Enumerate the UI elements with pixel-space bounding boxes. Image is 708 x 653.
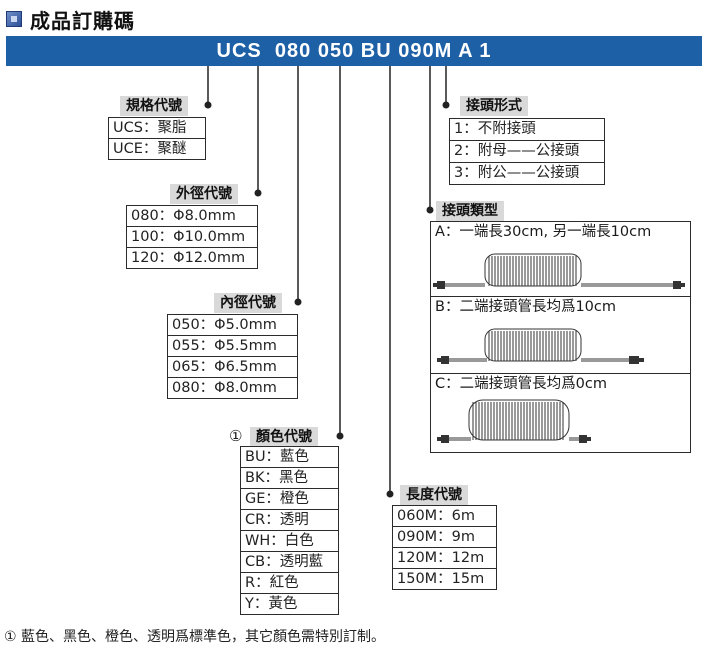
color-code-label: 顏色代號 [250, 427, 318, 447]
dot-color [336, 432, 344, 440]
square-bullet-icon [6, 11, 22, 27]
table-row: WH：白色 [241, 531, 338, 552]
table-row: 120：Φ12.0mm [127, 248, 257, 269]
table-row: 100：Φ10.0mm [127, 227, 257, 248]
table-row: BU：藍色 [241, 447, 338, 468]
dot-outer [254, 189, 262, 197]
code-part-conn-form: 1 [479, 40, 492, 62]
code-part-length: 090M [398, 40, 453, 62]
table-row: Y：黃色 [241, 594, 338, 615]
table-row: UCS：聚脂 [109, 118, 205, 139]
table-row: 080：Φ8.0mm [127, 206, 257, 227]
code-bar [6, 36, 702, 66]
table-row: GE：橙色 [241, 489, 338, 510]
dot-length [386, 490, 394, 498]
table-row: BK：黑色 [241, 468, 338, 489]
table-row: 080：Φ8.0mm [168, 378, 297, 399]
connector-form-label: 接頭形式 [460, 96, 528, 116]
table-row: 120M：12m [393, 548, 496, 569]
table-row: CB：透明藍 [241, 552, 338, 573]
connector-type-text: A：一端長30cm, 另一端長10cm [435, 224, 652, 240]
connector-type-text: B：二端接頭管長均爲10cm [435, 299, 616, 315]
dot-inner [294, 298, 302, 306]
table-row: 150M：15m [393, 569, 496, 590]
order-code: UCS 080 050 BU 090M A 1 [0, 36, 708, 66]
coil-hose-icon [433, 253, 685, 289]
outer-diameter-table: 080：Φ8.0mm 100：Φ10.0mm 120：Φ12.0mm [126, 205, 258, 269]
table-row: 060M：6m [393, 506, 496, 527]
connector-type-row-b: B：二端接頭管長均爲10cm [431, 297, 690, 374]
spec-code-table: UCS：聚脂 UCE：聚醚 [108, 117, 206, 160]
footnote-marker: ① [229, 427, 243, 445]
table-row: 065：Φ6.5mm [168, 357, 297, 378]
coil-hose-icon [437, 399, 591, 443]
table-row: 1：不附接頭 [450, 119, 604, 141]
code-part-color: BU [360, 40, 392, 62]
spec-code-label: 規格代號 [120, 96, 188, 116]
code-part-inner: 050 [317, 40, 355, 62]
code-part-conn-type: A [458, 40, 473, 62]
outer-diameter-label: 外徑代號 [170, 184, 238, 204]
table-row: R：紅色 [241, 573, 338, 594]
length-code-table: 060M：6m 090M：9m 120M：12m 150M：15m [392, 505, 497, 590]
coil-hose-icon [437, 328, 644, 364]
connector-type-text: C：二端接頭管長均爲0cm [435, 376, 607, 392]
dot-conn-type [426, 206, 434, 214]
length-code-label: 長度代號 [400, 485, 468, 505]
code-part-spec: UCS [216, 40, 262, 62]
table-row: 050：Φ5.0mm [168, 315, 297, 336]
dot-conn-form [442, 101, 450, 109]
table-row: 090M：9m [393, 527, 496, 548]
connector-type-label: 接頭類型 [436, 201, 504, 221]
table-row: 055：Φ5.5mm [168, 336, 297, 357]
connector-type-row-a: A：一端長30cm, 另一端長10cm [431, 222, 690, 297]
connector-type-table: A：一端長30cm, 另一端長10cm B：二端接頭管長均爲10cm [430, 221, 691, 453]
title-row: 成品訂購碼 [6, 6, 135, 33]
code-part-outer: 080 [274, 40, 312, 62]
inner-diameter-label: 內徑代號 [214, 293, 282, 313]
footnote: ① 藍色、黑色、橙色、透明爲標準色，其它顏色需特別訂制。 [4, 629, 385, 645]
table-row: 2：附母——公接頭 [450, 141, 604, 163]
inner-diameter-table: 050：Φ5.0mm 055：Φ5.5mm 065：Φ6.5mm 080：Φ8.… [167, 314, 298, 399]
page-title: 成品訂購碼 [30, 8, 135, 33]
color-code-table: BU：藍色 BK：黑色 GE：橙色 CR：透明 WH：白色 CB：透明藍 R：紅… [240, 446, 339, 615]
connector-type-row-c: C：二端接頭管長均爲0cm [431, 374, 690, 452]
connector-form-table: 1：不附接頭 2：附母——公接頭 3：附公——公接頭 [449, 118, 605, 185]
table-row: 3：附公——公接頭 [450, 163, 604, 185]
table-row: CR：透明 [241, 510, 338, 531]
dot-spec [204, 101, 212, 109]
table-row: UCE：聚醚 [109, 139, 205, 160]
